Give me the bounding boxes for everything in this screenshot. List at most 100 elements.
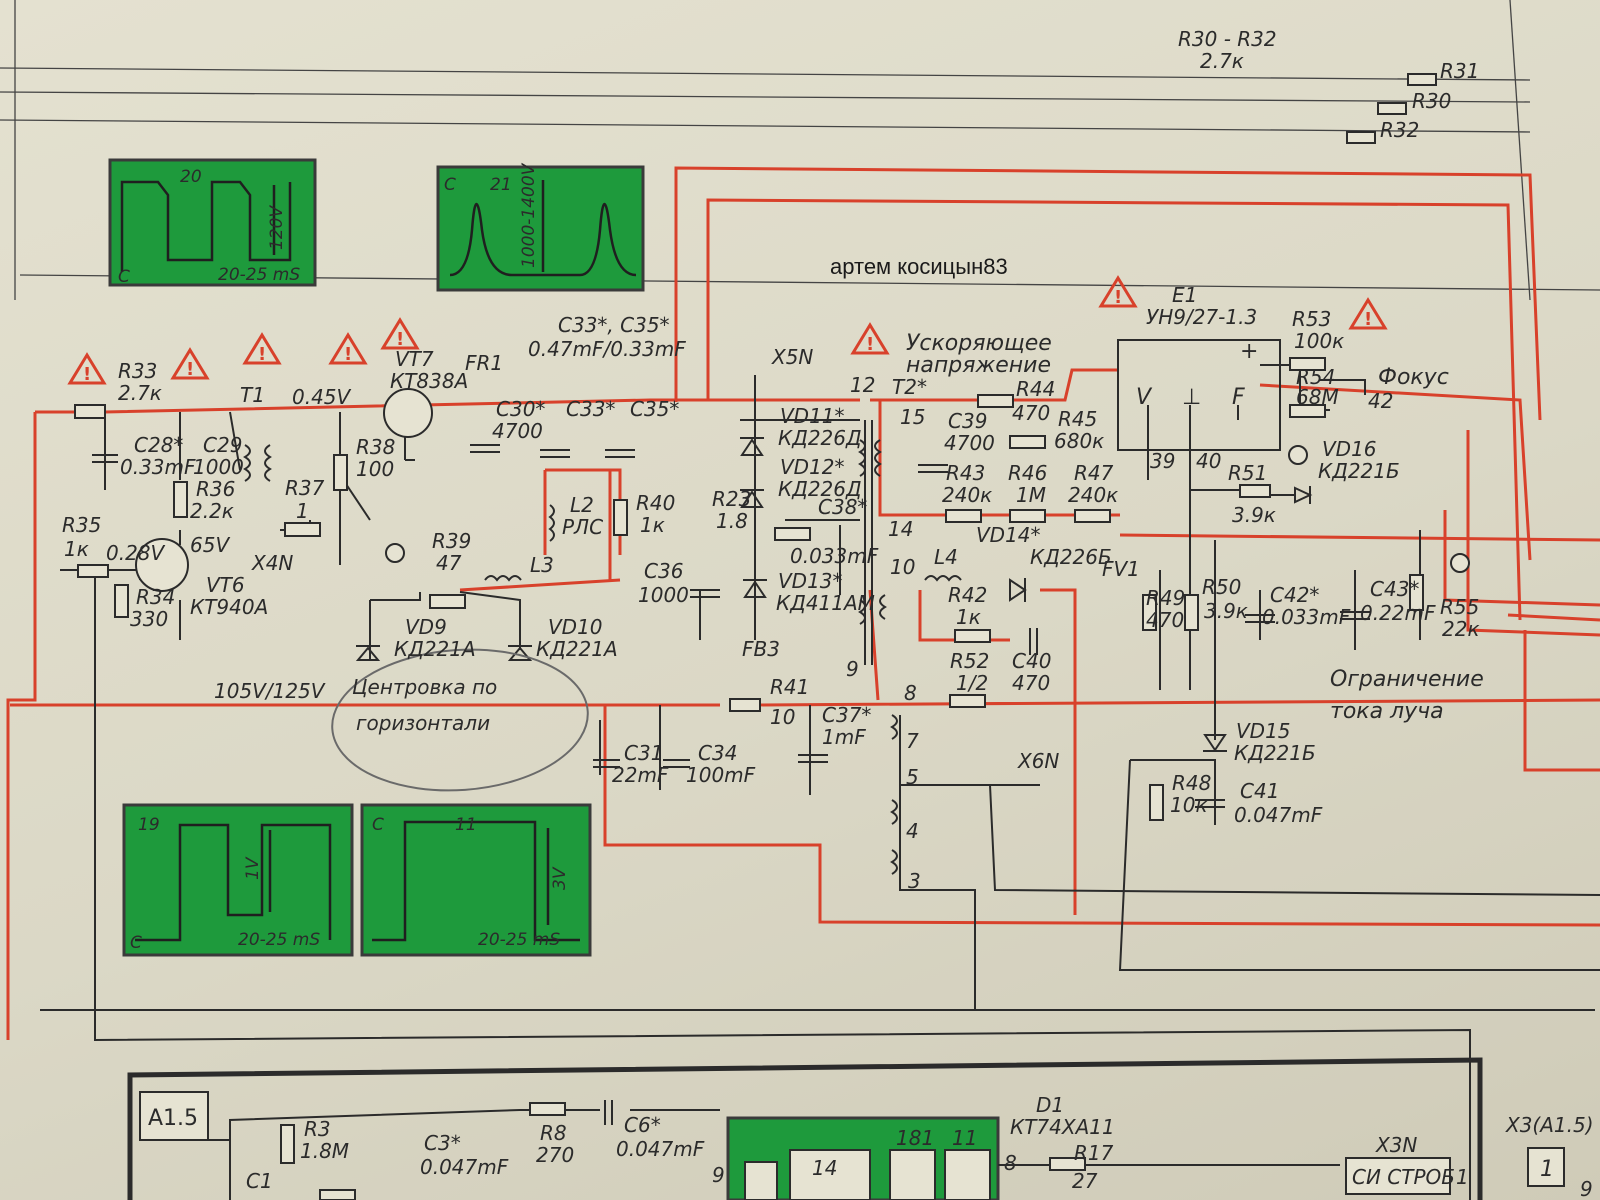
r23-value: 1.8 — [716, 509, 748, 533]
svg-text:!: ! — [186, 359, 194, 380]
r44-label: R44 — [1016, 377, 1055, 401]
a15-label: A1.5 — [148, 1106, 198, 1131]
c38-value: 0.033mF — [790, 544, 879, 568]
vd9-diode — [355, 645, 381, 661]
c43-capacitor — [1340, 611, 1370, 620]
r34-value: 330 — [130, 607, 168, 631]
e1-type: УН9/27-1.3 — [1146, 305, 1257, 329]
c39-capacitor — [918, 464, 948, 473]
vd11-diode — [740, 437, 764, 456]
c33-c35-label: C33*, C35* — [558, 313, 670, 337]
scope-21-amp: 1000-1400V — [519, 162, 539, 268]
c36-label: C36 — [644, 559, 683, 583]
r8-label: R8 — [540, 1121, 567, 1145]
c35-label: C35* — [630, 397, 679, 421]
svg-text:!: ! — [866, 334, 874, 355]
r3-resistor — [280, 1124, 295, 1164]
c40-capacitor — [1029, 628, 1038, 655]
svg-text:!: ! — [258, 344, 266, 365]
l2-label: L2 — [570, 493, 594, 517]
vd16-type: КД221Б — [1318, 459, 1400, 483]
r34-label: R34 — [136, 585, 175, 609]
r50-value: 3.9к — [1204, 599, 1248, 623]
pin-39: 39 — [1150, 449, 1175, 473]
r49-value: 470 — [1146, 608, 1184, 632]
r43-value: 240к — [942, 483, 992, 507]
x6n-label: X6N — [1017, 749, 1059, 773]
d1-sub-block-2 — [789, 1149, 871, 1200]
voltage-105-125: 105V/125V — [214, 679, 326, 703]
vd9-type: КД221А — [394, 637, 476, 661]
r46-resistor — [1009, 509, 1046, 523]
c30-capacitor — [470, 444, 500, 453]
r35-label: R35 — [62, 513, 101, 537]
l2-coil — [548, 504, 555, 542]
strobe-connector-box — [1345, 1157, 1451, 1195]
r40-value: 1к — [640, 513, 665, 537]
c1-area-resistor — [319, 1189, 356, 1200]
vt6-transistor — [135, 538, 189, 592]
a15-tag-box — [139, 1091, 209, 1141]
r54-value: 68М — [1296, 385, 1339, 409]
l3-label: L3 — [530, 553, 554, 577]
pin-15: 15 — [900, 405, 925, 429]
c39-value: 4700 — [944, 431, 995, 455]
svg-text:!: ! — [344, 344, 352, 365]
fr1-label: FR1 — [465, 351, 503, 375]
right-section-labels: E1 УН9/27-1.3 V ⊥ F + R53 100к R54 68М Ф… — [1102, 283, 1484, 827]
r31-resistor — [1407, 73, 1437, 86]
c33-label: C33* — [566, 397, 615, 421]
c30-value: 4700 — [492, 419, 543, 443]
r38-label: R38 — [356, 435, 395, 459]
voltage-028: 0.28V — [106, 541, 166, 565]
r51-resistor — [1239, 484, 1271, 498]
r54-resistor — [1289, 404, 1326, 418]
t2-tap-windings — [890, 714, 898, 875]
c3-label: C3* — [424, 1131, 461, 1155]
r52-label: R52 — [950, 649, 989, 673]
vd13-diode — [743, 579, 767, 598]
scope-21: C 21 1000-1400V — [436, 162, 645, 292]
scope-20-amp: 120V — [267, 205, 287, 250]
r41-resistor — [729, 698, 761, 712]
c37-capacitor — [798, 754, 828, 763]
r55-trim-knob — [1450, 553, 1470, 573]
r55-label: R55 — [1440, 595, 1479, 619]
c6-value: 0.047mF — [616, 1137, 705, 1161]
r49-resistor — [1142, 594, 1157, 631]
r31-label: R31 — [1440, 59, 1479, 83]
svg-text:!: ! — [1114, 287, 1122, 308]
vd14-type: КД226Б — [1030, 545, 1112, 569]
scope-19: 19 C 20-25 mS 1V — [122, 803, 354, 957]
r41-label: R41 — [770, 675, 809, 699]
vt6-label: VT6 — [206, 573, 245, 597]
t2-primary — [858, 439, 866, 625]
warning-icon: ! — [242, 332, 282, 365]
e1-pin-f: F — [1232, 385, 1245, 410]
focus-trim-knob — [1288, 445, 1308, 465]
scope-21-c: C — [444, 175, 456, 195]
c35-capacitor — [605, 449, 635, 458]
x3-a15-label: X3(A1.5) — [1505, 1113, 1594, 1137]
r55-resistor — [1409, 574, 1424, 611]
c42-label: C42* — [1270, 583, 1319, 607]
r47-label: R47 — [1074, 461, 1114, 485]
r41-value: 10 — [770, 705, 795, 729]
r8-value: 270 — [536, 1143, 574, 1167]
centering-note: Центровка по — [352, 675, 497, 699]
x3-pin-1: 1 — [1540, 1157, 1554, 1182]
focus-label: Фокус — [1378, 365, 1449, 390]
svg-text:!: ! — [83, 364, 91, 385]
warning-icon: ! — [170, 347, 210, 380]
r38-resistor — [333, 454, 348, 491]
pin-10: 10 — [890, 555, 915, 579]
r17-value: 27 — [1072, 1169, 1098, 1193]
pin-4: 4 — [906, 819, 919, 843]
pin-14: 14 — [888, 517, 913, 541]
r37-resistor — [284, 522, 321, 537]
module-a15: A1.5 R3 1.8M C3* 0.047mF R8 270 C6* 0.04… — [127, 1057, 1594, 1200]
vd13-label: VD13* — [778, 569, 843, 593]
r33-resistor — [74, 404, 106, 419]
scope-20-time: 20-25 mS — [218, 265, 300, 285]
d1-sub-block-3 — [889, 1149, 936, 1200]
